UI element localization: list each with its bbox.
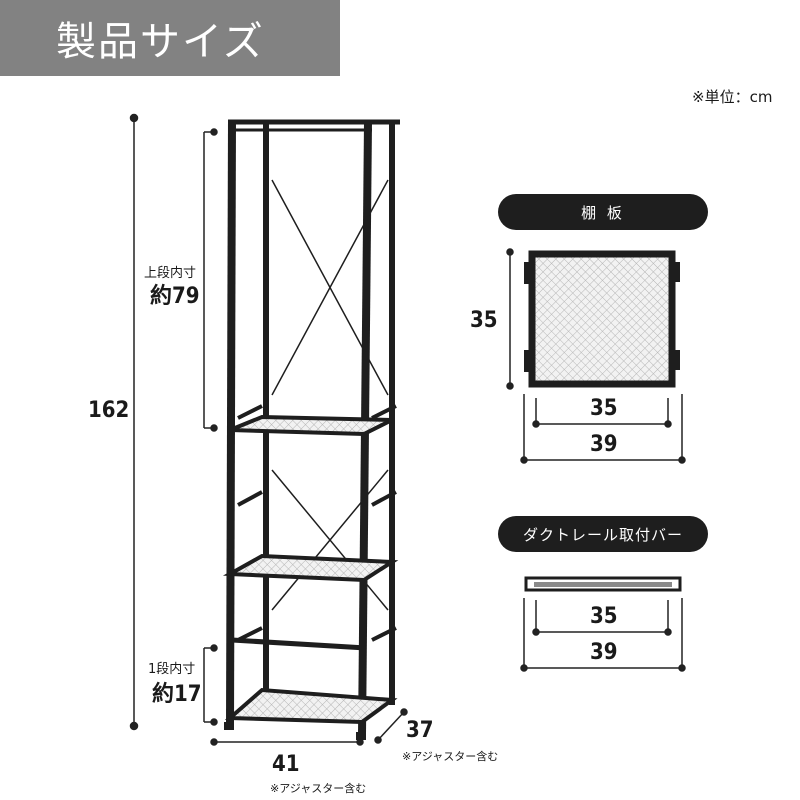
lower-inner-label: 1段内寸 [148, 662, 196, 677]
lower-inner-value: 約17 [152, 682, 202, 707]
page-title: 製品サイズ [56, 19, 265, 65]
shelf-panel-outer-width: 39 [590, 432, 618, 457]
title-banner: 製品サイズ [0, 0, 340, 76]
width-note: ※アジャスター含む [270, 782, 367, 795]
shelf-panel-width-lines [520, 394, 686, 464]
duct-rail-bar-illustration [524, 576, 682, 592]
width-dimension-line [210, 738, 364, 746]
shelf-panel-inner-width: 35 [590, 396, 618, 421]
upper-inner-dimension-line [203, 128, 218, 432]
height-value: 162 [88, 398, 130, 423]
unit-note: ※単位：cm [692, 88, 773, 106]
lower-inner-dimension-line [203, 644, 218, 726]
rack-illustration [226, 119, 400, 735]
shelf-panel-depth-line [506, 248, 514, 390]
width-value: 41 [272, 752, 300, 777]
upper-inner-value: 約79 [150, 284, 200, 309]
duct-rail-inner-width: 35 [590, 604, 618, 629]
depth-note: ※アジャスター含む [402, 750, 499, 763]
rack-shelf-upper [229, 414, 393, 437]
duct-rail-width-lines [520, 598, 686, 672]
rack-feet [224, 722, 366, 740]
shelf-panel-title: 棚 板 [498, 194, 708, 230]
duct-rail-title: ダクトレール取付バー [498, 516, 708, 552]
rack-shelf-middle [222, 553, 399, 583]
height-dimension-line [129, 113, 139, 731]
shelf-panel-illustration [524, 250, 680, 388]
duct-rail-outer-width: 39 [590, 640, 618, 665]
rack-shelf-bottom [224, 687, 398, 725]
upper-inner-label: 上段内寸 [144, 266, 197, 281]
shelf-panel-depth: 35 [470, 308, 498, 333]
depth-dimension-line [374, 708, 408, 744]
depth-value: 37 [406, 718, 434, 743]
